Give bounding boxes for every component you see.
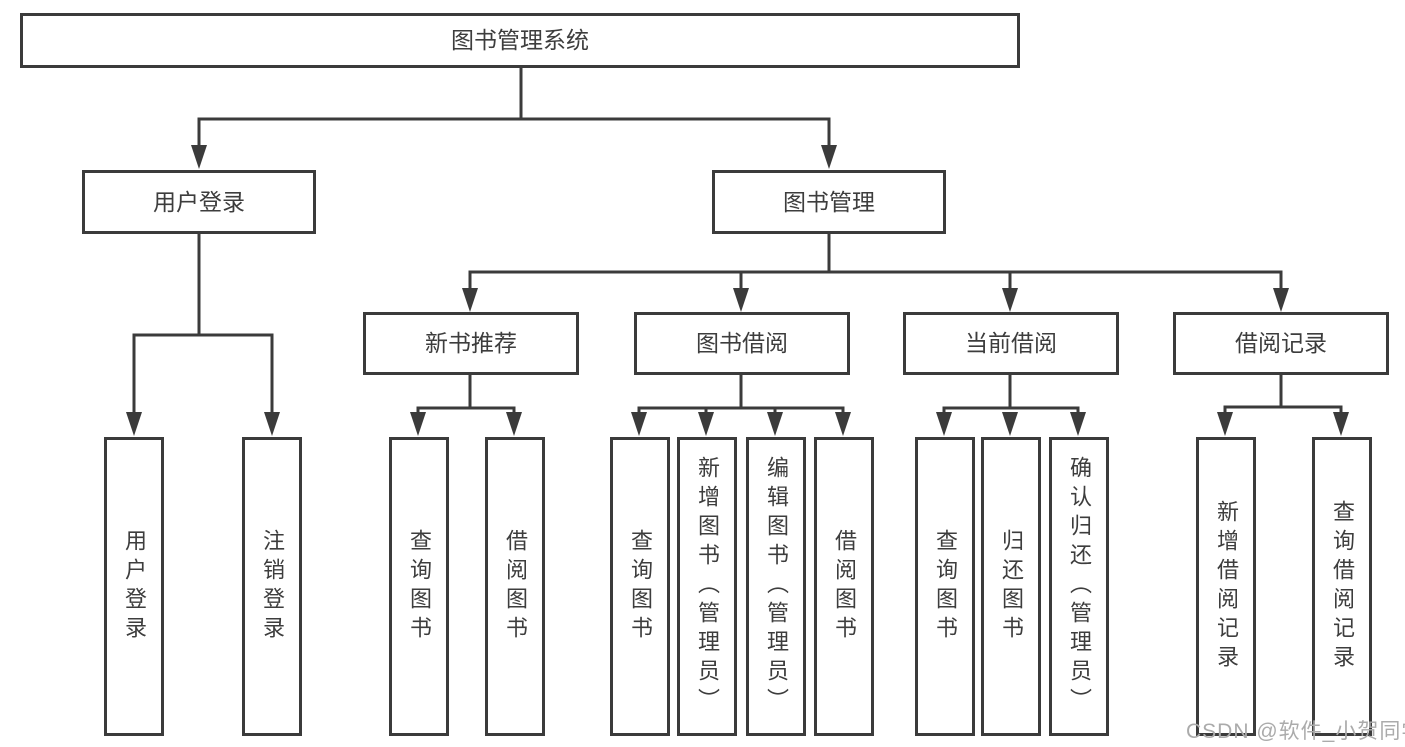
leaf-logout: 注销登录 <box>242 437 302 736</box>
connector-userlogin-to-leaves <box>126 232 280 436</box>
node-new-book-recommend: 新书推荐 <box>363 312 579 375</box>
leaf-edit-book-admin: 编辑图书（管理员） <box>746 437 806 736</box>
node-user-login-module: 用户登录 <box>82 170 316 234</box>
connector-root-to-level2 <box>191 66 837 169</box>
leaf-borrow-books-2: 借阅图书 <box>814 437 874 736</box>
leaf-query-borrow-record: 查询借阅记录 <box>1312 437 1372 736</box>
csdn-watermark: CSDN @软件_小贺同学 <box>1186 720 1405 743</box>
connector-borrowrecords-to-leaves <box>1217 373 1349 436</box>
leaf-confirm-return-admin: 确认归还（管理员） <box>1049 437 1109 736</box>
leaf-return-book: 归还图书 <box>981 437 1041 736</box>
connector-bookborrow-to-leaves <box>631 373 851 436</box>
node-root-system: 图书管理系统 <box>20 13 1020 68</box>
leaf-borrow-books-1: 借阅图书 <box>485 437 545 736</box>
leaf-query-books-1: 查询图书 <box>389 437 449 736</box>
node-book-borrowing: 图书借阅 <box>634 312 850 375</box>
connector-bookmgmt-to-level3 <box>462 232 1289 312</box>
leaf-query-books-2: 查询图书 <box>610 437 670 736</box>
leaf-add-borrow-record: 新增借阅记录 <box>1196 437 1256 736</box>
leaf-query-books-3: 查询图书 <box>915 437 975 736</box>
node-borrowing-records: 借阅记录 <box>1173 312 1389 375</box>
connector-newrec-to-leaves <box>410 373 522 436</box>
connector-currentborrow-to-leaves <box>936 373 1086 436</box>
leaf-add-book-admin: 新增图书（管理员） <box>677 437 737 736</box>
leaf-user-login: 用户登录 <box>104 437 164 736</box>
node-current-borrowing: 当前借阅 <box>903 312 1119 375</box>
node-book-management-module: 图书管理 <box>712 170 946 234</box>
